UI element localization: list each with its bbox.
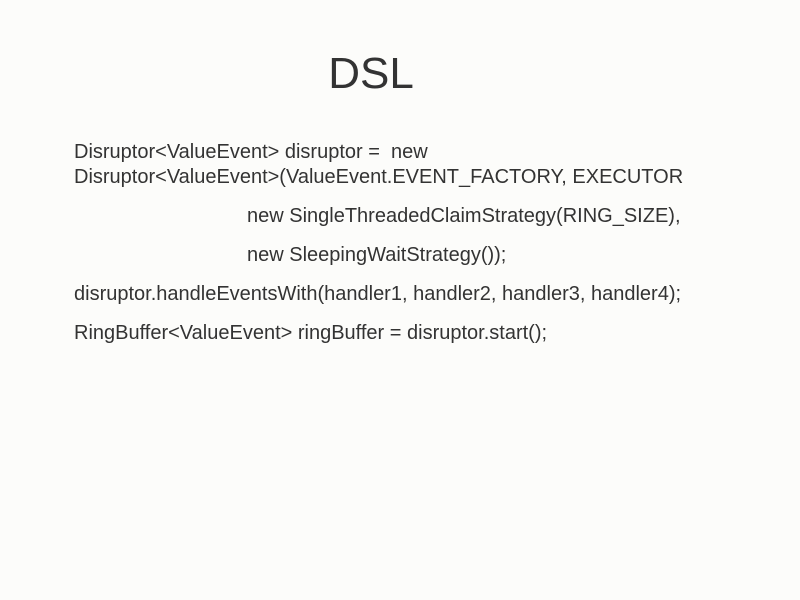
code-line-disruptor-declaration: Disruptor<ValueEvent> disruptor = new: [74, 141, 428, 163]
code-line-wait-strategy: new SleepingWaitStrategy());: [247, 244, 507, 266]
code-line-disruptor-constructor: Disruptor<ValueEvent>(ValueEvent.EVENT_F…: [74, 166, 684, 188]
slide-title: DSL: [328, 49, 414, 98]
code-line-ring-buffer: RingBuffer<ValueEvent> ringBuffer = disr…: [74, 322, 548, 344]
code-line-handle-events: disruptor.handleEventsWith(handler1, han…: [74, 283, 682, 305]
code-line-claim-strategy: new SingleThreadedClaimStrategy(RING_SIZ…: [247, 205, 681, 227]
